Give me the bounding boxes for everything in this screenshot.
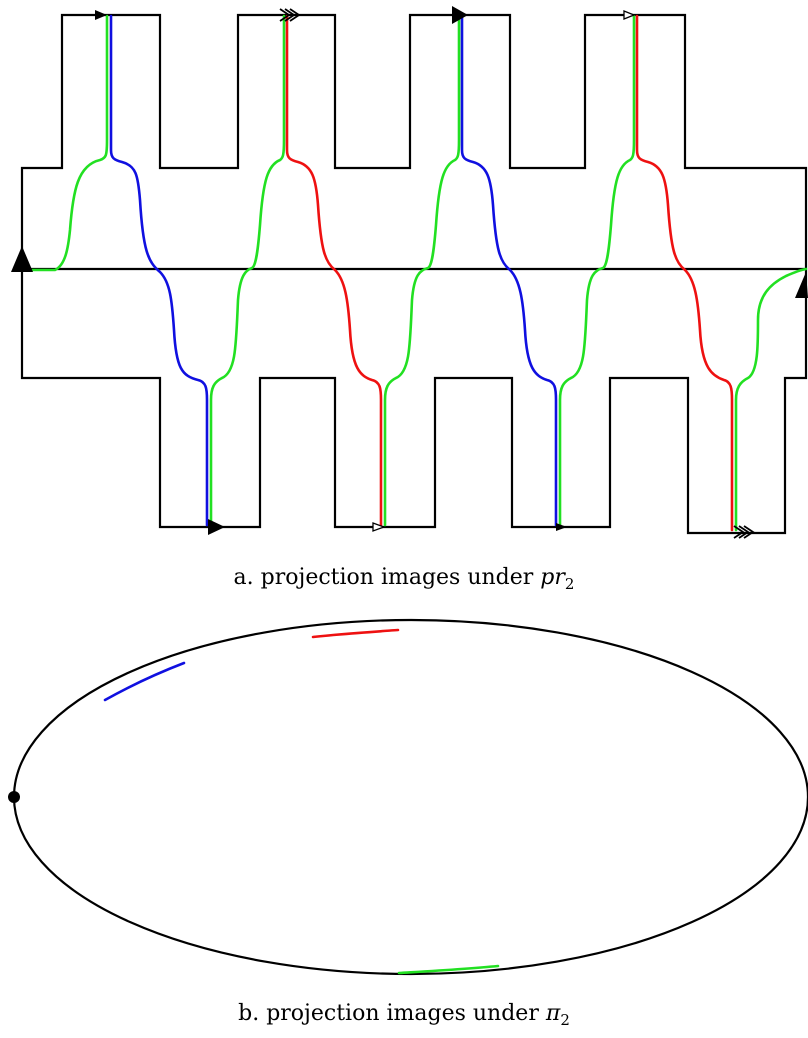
blue-curve: [460, 14, 558, 527]
red-curve: [285, 14, 383, 527]
circle-ellipse: [13, 618, 808, 976]
arrow-markers: [11, 6, 808, 539]
blue-curve: [109, 14, 209, 527]
blue-arc: [103, 661, 186, 702]
caption-b: b. projection images under π2: [238, 1001, 570, 1029]
arrow-icon: [95, 10, 107, 20]
green-curve: [20, 14, 109, 272]
open-arrow-icon: [372, 522, 386, 532]
arrow-icon: [452, 6, 468, 24]
caption-a: a. projection images under pr2: [234, 565, 575, 593]
curves: [20, 14, 808, 532]
green-curve: [734, 267, 808, 532]
base-point-dot: [8, 791, 20, 803]
panel-b: b. projection images under π2: [8, 618, 808, 1029]
green-arc: [397, 964, 500, 975]
triple-arrow-icon: [279, 8, 301, 22]
arrow-icon: [11, 246, 33, 272]
open-arrow-icon: [623, 10, 636, 20]
red-arc: [311, 628, 400, 639]
red-curve: [635, 14, 734, 532]
arrow-icon: [208, 519, 225, 535]
triple-arrow-icon: [733, 525, 755, 539]
green-curve: [558, 14, 636, 527]
domain-outline: [20, 13, 808, 535]
arrow-icon: [556, 523, 567, 531]
green-curve: [209, 14, 286, 527]
green-curve: [383, 14, 461, 527]
panel-a: a. projection images under pr2: [11, 6, 808, 593]
arrow-icon: [795, 272, 808, 298]
